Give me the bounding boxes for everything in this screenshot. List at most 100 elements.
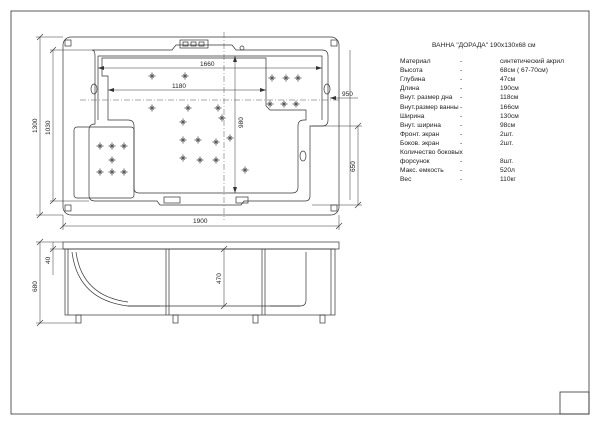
side-view <box>62 241 340 324</box>
spec-label: Материал <box>400 58 431 65</box>
side-rim <box>62 241 340 250</box>
spec-sep: - <box>460 76 463 84</box>
spec-label: Внут. размер дна <box>400 94 453 102</box>
tub-inner-basin <box>88 44 329 206</box>
spec-label: Боков. экран <box>400 139 440 147</box>
dim-label-1300: 1300 <box>32 118 39 133</box>
arrow-1180-l <box>108 88 114 92</box>
spec-label: форсунок <box>400 158 430 166</box>
spec-row: Макс. емкость-520л <box>392 167 592 176</box>
spec-row: Внут.размер ванны- 166см <box>392 104 592 113</box>
spec-row: Фронт. экран - 2шт. <box>392 131 592 140</box>
tick-s4 <box>220 245 228 253</box>
spec-value: 166см <box>500 103 519 111</box>
arrow-950 <box>330 96 336 100</box>
frame-tick-topright <box>330 39 338 47</box>
tick-f <box>335 222 343 230</box>
spec-row: Количество боковых <box>392 149 592 158</box>
spec-value: 190см <box>500 85 519 93</box>
frame-tick-left <box>64 204 72 212</box>
upper-step <box>97 55 323 120</box>
spec-sep: - <box>460 112 463 120</box>
spec-label: Внут. ширина <box>400 121 441 129</box>
arrow-980-t <box>233 56 237 62</box>
foot-4 <box>319 314 326 324</box>
spec-label: Количество боковых <box>400 149 463 156</box>
spec-row: Внут. ширина-98см <box>392 122 592 131</box>
arrow-1180-r <box>260 88 266 92</box>
tick-a <box>36 33 44 41</box>
side-dimensions <box>36 241 225 324</box>
spec-sep: - <box>460 67 463 75</box>
tick-g <box>354 122 362 130</box>
arrow-1660-r <box>316 66 322 70</box>
spec-row: Ширина - 130см <box>392 113 592 122</box>
spec-row: форсунок - 8шт. <box>392 158 592 167</box>
spec-title-size: 190х130х68 см <box>489 42 536 49</box>
side-frame <box>64 248 336 316</box>
top-dim-ticks <box>36 33 362 230</box>
arrow-1660-l <box>98 66 104 70</box>
top-dim-arrows <box>98 56 336 193</box>
side-dim-ticks <box>36 238 228 327</box>
rear-bracket-left <box>163 196 181 204</box>
tick-h <box>354 201 362 209</box>
spec-value: 2шт. <box>500 130 514 138</box>
dim-label-650: 650 <box>350 161 357 172</box>
control-button-left <box>182 41 189 47</box>
spec-row: Глубина - 47см <box>392 76 592 85</box>
dim-label-1030: 1030 <box>45 120 52 135</box>
spec-label: Глубина <box>400 76 426 84</box>
rear-bracket-right <box>235 196 249 204</box>
spec-row: Вес-110кг <box>392 176 592 185</box>
spec-sep: - <box>460 130 463 138</box>
tick-c <box>49 46 57 54</box>
spec-label: Макс. емкость <box>400 167 444 175</box>
spec-sep: - <box>460 139 463 147</box>
spec-row: Боков. экран-2шт. <box>392 140 592 149</box>
spec-label: Фронт. экран <box>400 130 440 138</box>
basin-curve-left-inner <box>75 251 129 303</box>
spec-row: Высота-68см ( 67-70см) <box>392 67 592 76</box>
tick-s3 <box>49 245 57 253</box>
spec-value: 47см <box>500 76 516 84</box>
spec-value: 130см <box>500 112 519 120</box>
tub-floor <box>101 57 307 194</box>
tick-s5 <box>220 302 228 310</box>
foot-2 <box>172 314 179 324</box>
spec-sep: - <box>460 94 463 102</box>
basin-curve-right <box>270 252 307 307</box>
spec-value: 98см <box>500 121 516 129</box>
spec-title-name: ВАННА "ДОРАДА" <box>432 42 489 49</box>
overflow-top <box>239 45 245 51</box>
basin-curve-left <box>71 251 160 307</box>
spec-label: Ширина <box>400 112 425 120</box>
spec-sep: - <box>460 103 463 111</box>
spec-label: Внут.размер ванны <box>400 103 459 111</box>
spec-row: Длина-190см <box>392 85 592 94</box>
foot-1 <box>75 314 82 324</box>
centre-lines <box>80 32 340 220</box>
tick-b <box>36 211 44 219</box>
tick-s1 <box>36 238 44 246</box>
control-panel <box>179 39 209 49</box>
title-corner-box <box>559 391 590 415</box>
dim-label-470: 470 <box>216 273 223 284</box>
spec-value: 520л <box>500 167 515 175</box>
dim-label-980: 980 <box>238 117 245 128</box>
dim-label-1660: 1660 <box>200 61 215 68</box>
drain-right <box>299 150 307 162</box>
dim-label-1180: 1180 <box>172 83 186 90</box>
spec-sep: - <box>460 158 463 166</box>
spec-label: Вес <box>400 176 412 184</box>
arrow-980-b <box>233 187 237 193</box>
spec-value: 8шт. <box>500 158 514 166</box>
spec-sep: - <box>460 58 463 65</box>
tick-e <box>59 222 67 230</box>
control-button-mid <box>190 41 197 47</box>
spec-label: Длина <box>400 85 420 93</box>
dim-label-680: 680 <box>32 281 39 292</box>
dim-label-40: 40 <box>45 256 52 264</box>
spec-label: Высота <box>400 67 423 75</box>
